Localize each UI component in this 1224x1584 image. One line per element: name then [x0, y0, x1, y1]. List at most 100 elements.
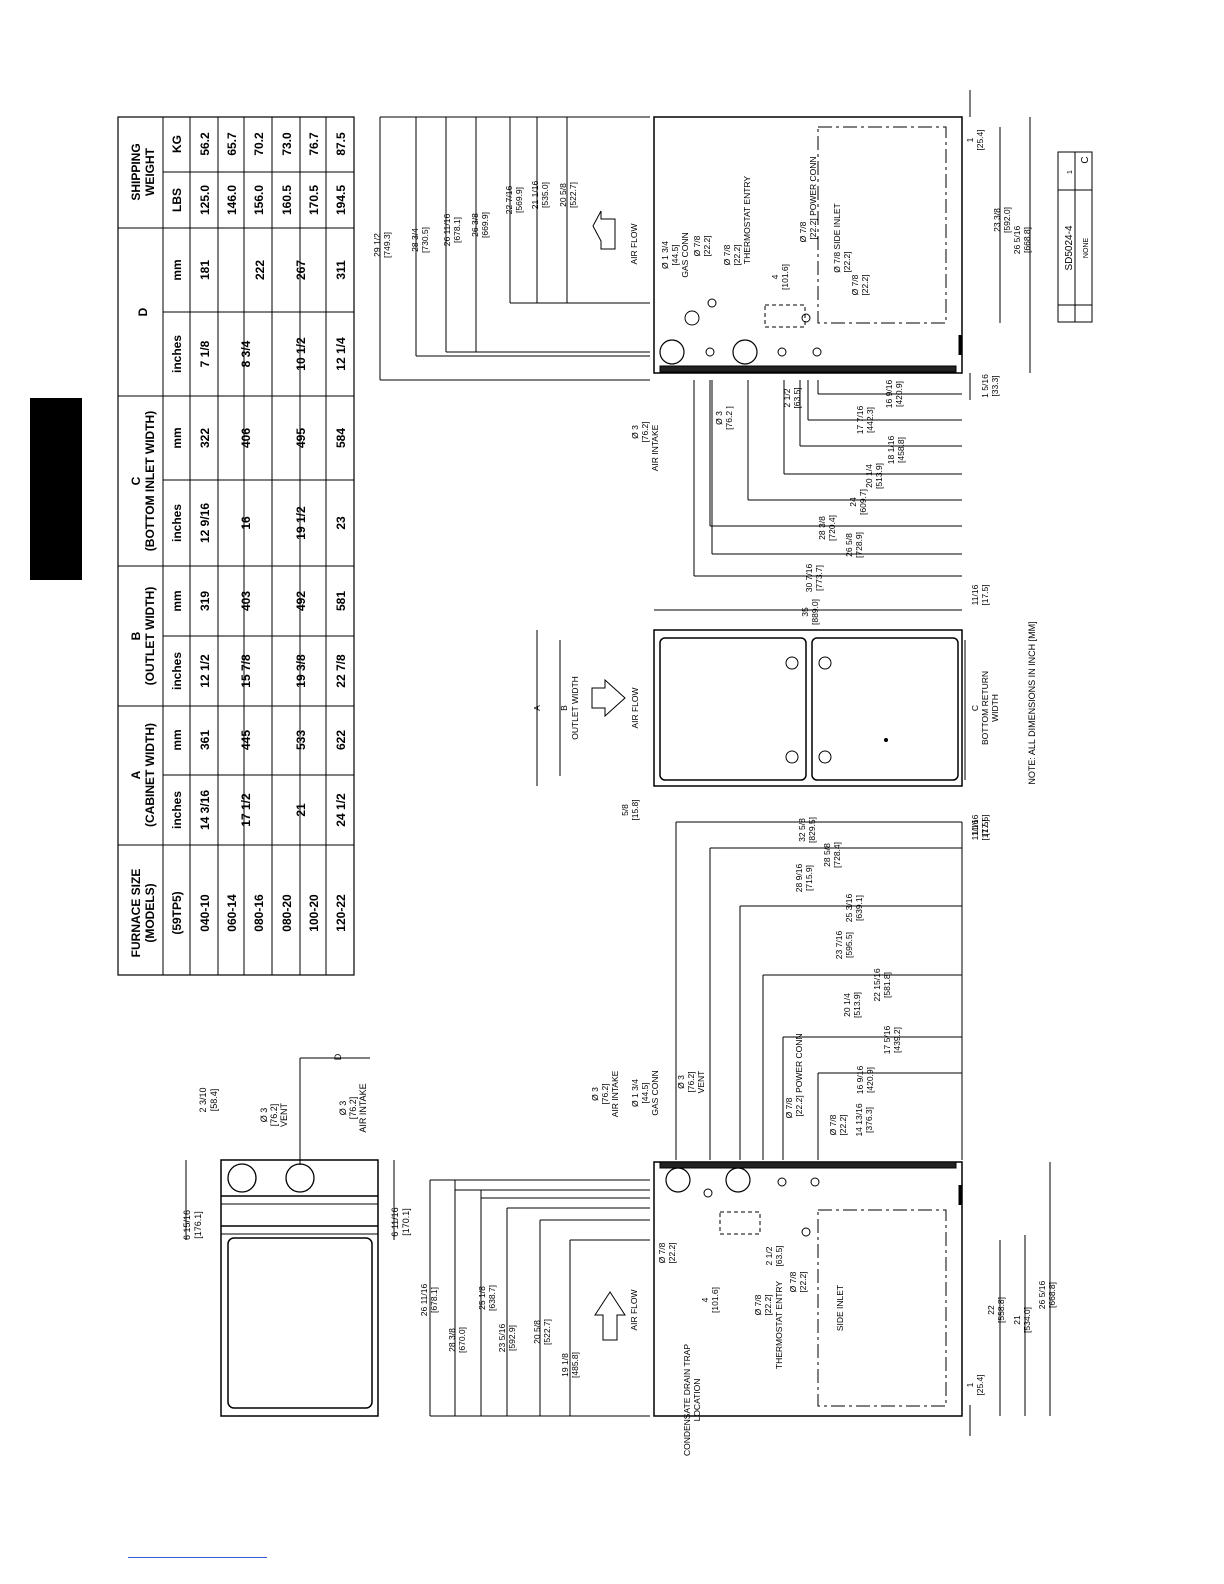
header-weight-2: WEIGHT [143, 147, 157, 196]
dim-text: [720.4] [827, 515, 837, 541]
row-lbs: 160.5 [280, 185, 294, 215]
row-d-mm: 311 [334, 260, 348, 280]
dim-text: [534.0] [1022, 1307, 1032, 1333]
header-d: D [136, 307, 150, 316]
dim-text: [15.8] [630, 799, 640, 820]
row-a-in: 24 1/2 [334, 793, 348, 827]
dim-text: 20 1/4 [864, 464, 874, 488]
dim-text: 26 11/16 [419, 1284, 429, 1317]
dim-text: 21 1/16 [530, 181, 540, 210]
dim-text: 22 15/16 [872, 968, 882, 1001]
lower-callout: Ø 7/8 [850, 274, 860, 295]
drain-callout: [22.2] [667, 1242, 677, 1263]
dim-text: 16 9/16 [884, 380, 894, 409]
drawing-number: SD5024-4 [1064, 225, 1075, 270]
vent-callout: [76.2] [686, 1071, 696, 1092]
row-d-in: 7 1/8 [198, 340, 212, 367]
drain-callout: Ø 7/8 [657, 1242, 667, 1263]
vent-callout: VENT [279, 1103, 289, 1128]
row-model: 080-16 [252, 894, 266, 932]
row-a-mm: 533 [294, 730, 308, 750]
air-intake-callout: Ø 3 [338, 1101, 348, 1116]
air-intake-callout: [76.2] [348, 1097, 358, 1120]
side-inlet-callout: Ø 7/8 SIDE INLET [832, 203, 842, 272]
row-c-mm: 584 [334, 428, 348, 448]
dim-text: 23 3/8 [992, 208, 1002, 232]
dim-text: 28 3/8 [817, 516, 827, 540]
dim-text: [535.0] [540, 182, 550, 208]
dimension-note: NOTE: ALL DIMENSIONS IN INCH [MM] [1027, 621, 1037, 784]
dim-text: 4 [700, 1297, 710, 1302]
gas-conn-callout: GAS CONN [650, 1070, 660, 1115]
dim-text: 14 13/16 [854, 1103, 864, 1136]
dim-text: [376.3] [864, 1107, 874, 1133]
row-c-in: 16 [239, 516, 253, 530]
row-kg: 87.5 [334, 132, 348, 156]
dim-text: 2 1/2 [764, 1246, 774, 1265]
air-intake-callout: AIR INTAKE [358, 1083, 368, 1132]
dim-text: 25 1/8 [477, 1286, 487, 1310]
dim-text: [33.3] [990, 375, 1000, 396]
dim-text: 17 7/16 [855, 406, 865, 435]
header-a-2: (CABINET WIDTH) [143, 723, 157, 827]
dim-text: [17.5] [980, 819, 990, 840]
gas-callout: [22.2] [702, 235, 712, 256]
row-c-in: 23 [334, 516, 348, 530]
header-c-2: (BOTTOM INLET WIDTH) [143, 411, 157, 551]
row-a-mm: 445 [239, 730, 253, 750]
dim-text: [25.4] [975, 129, 985, 150]
left-side-view [429, 821, 1051, 1436]
top-view [185, 1057, 395, 1417]
row-c-mm: 495 [294, 428, 308, 448]
row-d-mm: 222 [253, 260, 267, 280]
dim-text: [420.9] [865, 1067, 875, 1093]
dim-text: [522.7] [542, 1319, 552, 1345]
dim-text: [678.1] [429, 1287, 439, 1313]
dim-text: [889.0] [810, 599, 820, 625]
unit-a-inches: inches [170, 791, 184, 829]
gas-conn-callout: GAS CONN [680, 232, 690, 277]
dim-text: [458.8] [896, 437, 906, 463]
dim-text: 28 9/16 [794, 864, 804, 893]
dim-text: [730.5] [420, 227, 430, 253]
dim-text: 26 5/8 [844, 533, 854, 557]
dim-text: 28 3/8 [447, 1328, 457, 1352]
gas-conn-callout: Ø 1 3/4 [630, 1079, 640, 1107]
dim-text: 2 3/10 [198, 1087, 208, 1112]
row-lbs: 194.5 [334, 185, 348, 215]
dim-text: [592.0] [1002, 207, 1012, 233]
dim-text: 22 [986, 1305, 996, 1315]
front-view [536, 609, 966, 787]
row-kg: 70.2 [252, 132, 266, 156]
dim-text: 16 9/16 [855, 1066, 865, 1095]
left-side-labels: 26 11/16 [678.1] 28 3/8 [670.0] 25 1/8 [… [419, 814, 1057, 1456]
dim-text: 19 1/8 [560, 1353, 570, 1377]
dim-text: [829.5] [807, 817, 817, 843]
dim-text: 26 5/16 [1037, 1281, 1047, 1310]
gas-conn-callout: [44.5] [670, 244, 680, 265]
dim-text: 17 5/16 [882, 1026, 892, 1055]
vent-callout: VENT [696, 1071, 706, 1094]
air-flow-label: AIR FLOW [630, 687, 640, 728]
thermostat-label: THERMOSTAT ENTRY [774, 1281, 784, 1369]
row-kg: 65.7 [225, 132, 239, 156]
dim-text: [558.8] [996, 1297, 1006, 1323]
dim-text: [17.5] [980, 584, 990, 605]
gas-callout: Ø 7/8 [692, 235, 702, 256]
dim-text: 11/16 [970, 819, 980, 840]
row-b-mm: 319 [198, 591, 212, 611]
row-a-mm: 622 [334, 730, 348, 750]
sheet-number: 1 [1067, 170, 1074, 174]
air-flow-label: AIR FLOW [629, 223, 639, 264]
row-model: 100-20 [307, 894, 321, 932]
unit-kg: KG [170, 135, 184, 153]
dim-text: 23 7/16 [834, 931, 844, 960]
title-block [1057, 151, 1093, 323]
dim-text: 11/16 [970, 584, 980, 605]
lower-callout: [22.2] [860, 274, 870, 295]
row-a-in: 17 1/2 [239, 793, 253, 827]
dim-text: [609.7] [858, 489, 868, 515]
dim-text: 6 11/16 [390, 1207, 400, 1236]
unit-a-mm: mm [170, 729, 184, 750]
